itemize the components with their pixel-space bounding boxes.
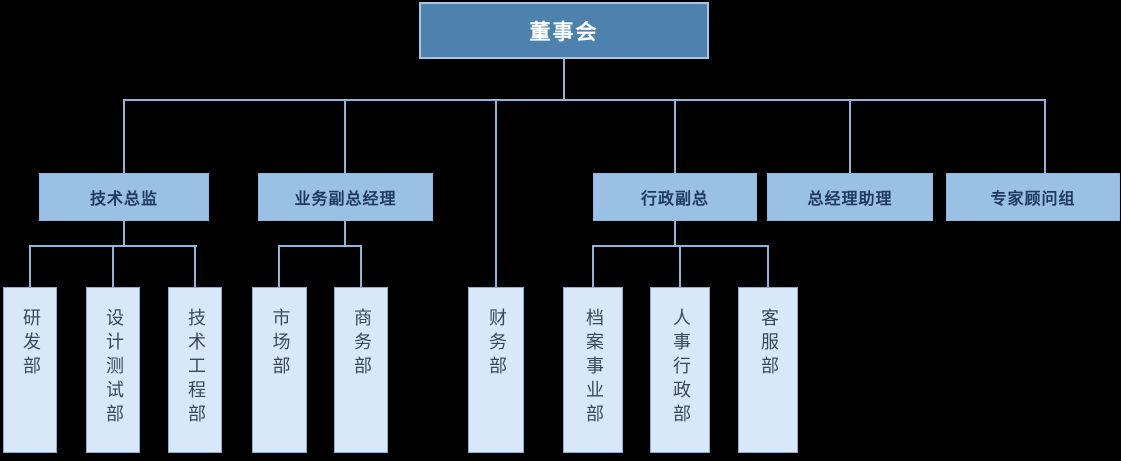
connector-drop-tech-eng-dept [194, 247, 196, 287]
org-node-label: 客服部 [758, 308, 779, 380]
org-node-label: 总经理助理 [807, 189, 893, 208]
connector-drop-service-dept [767, 247, 769, 287]
org-node-tech-director: 技术总监 [39, 173, 209, 221]
org-node-label: 业务副总经理 [294, 189, 397, 208]
connector-rail-business-children [278, 245, 362, 247]
org-node-business-deputy-gm: 业务副总经理 [258, 173, 433, 221]
org-node-expert-advisors: 专家顾问组 [946, 173, 1120, 221]
org-node-label: 人事行政部 [670, 308, 691, 428]
connector-rail-admin-children [592, 245, 769, 247]
org-node-label: 财务部 [486, 308, 507, 380]
connector-drop-gm-assistant [849, 101, 851, 173]
org-node-admin-deputy: 行政副总 [593, 173, 757, 221]
org-node-label: 董事会 [529, 19, 599, 44]
connector-drop-archive-dept [592, 247, 594, 287]
org-node-label: 设计测试部 [103, 308, 124, 428]
org-node-archive-dept: 档案事业部 [563, 287, 623, 453]
org-node-label: 行政副总 [640, 189, 709, 208]
connector-root-drop [563, 59, 565, 100]
org-node-service-dept: 客服部 [738, 287, 798, 453]
connector-drop-admin-deputy [674, 101, 676, 173]
org-node-label: 技术工程部 [185, 308, 206, 428]
connector-drop-business-deputy [344, 101, 346, 173]
connector-drop-hr-admin-dept [679, 247, 681, 287]
connector-drop-rd-dept [29, 247, 31, 287]
org-node-tech-eng-dept: 技术工程部 [168, 287, 222, 453]
org-node-hr-admin-dept: 人事行政部 [650, 287, 710, 453]
org-node-label: 商务部 [351, 308, 372, 380]
org-node-board-of-directors: 董事会 [419, 2, 709, 59]
org-node-marketing-dept: 市场部 [252, 287, 307, 453]
connector-rail-tech-children [29, 245, 197, 247]
org-node-label: 技术总监 [89, 189, 158, 208]
org-node-design-test-dept: 设计测试部 [86, 287, 140, 453]
connector-drop-finance-dept [495, 101, 497, 287]
org-node-label: 市场部 [269, 308, 291, 380]
org-node-finance-dept: 财务部 [468, 287, 524, 453]
org-node-commerce-dept: 商务部 [334, 287, 388, 453]
connector-main-rail [123, 99, 1046, 101]
connector-drop-commerce-dept [360, 247, 362, 287]
connector-stub-business-deputy [344, 221, 346, 246]
org-node-rd-dept: 研发部 [3, 287, 57, 453]
org-node-label: 档案事业部 [583, 308, 604, 428]
connector-stub-tech-director [123, 221, 125, 246]
org-node-gm-assistant: 总经理助理 [767, 173, 933, 221]
org-node-label: 研发部 [20, 308, 41, 380]
connector-drop-design-test-dept [112, 247, 114, 287]
connector-drop-tech-director [123, 101, 125, 173]
connector-stub-admin-deputy [674, 221, 676, 246]
connector-drop-marketing-dept [278, 247, 280, 287]
connector-drop-expert-advisors [1044, 101, 1046, 173]
org-node-label: 专家顾问组 [990, 189, 1076, 208]
